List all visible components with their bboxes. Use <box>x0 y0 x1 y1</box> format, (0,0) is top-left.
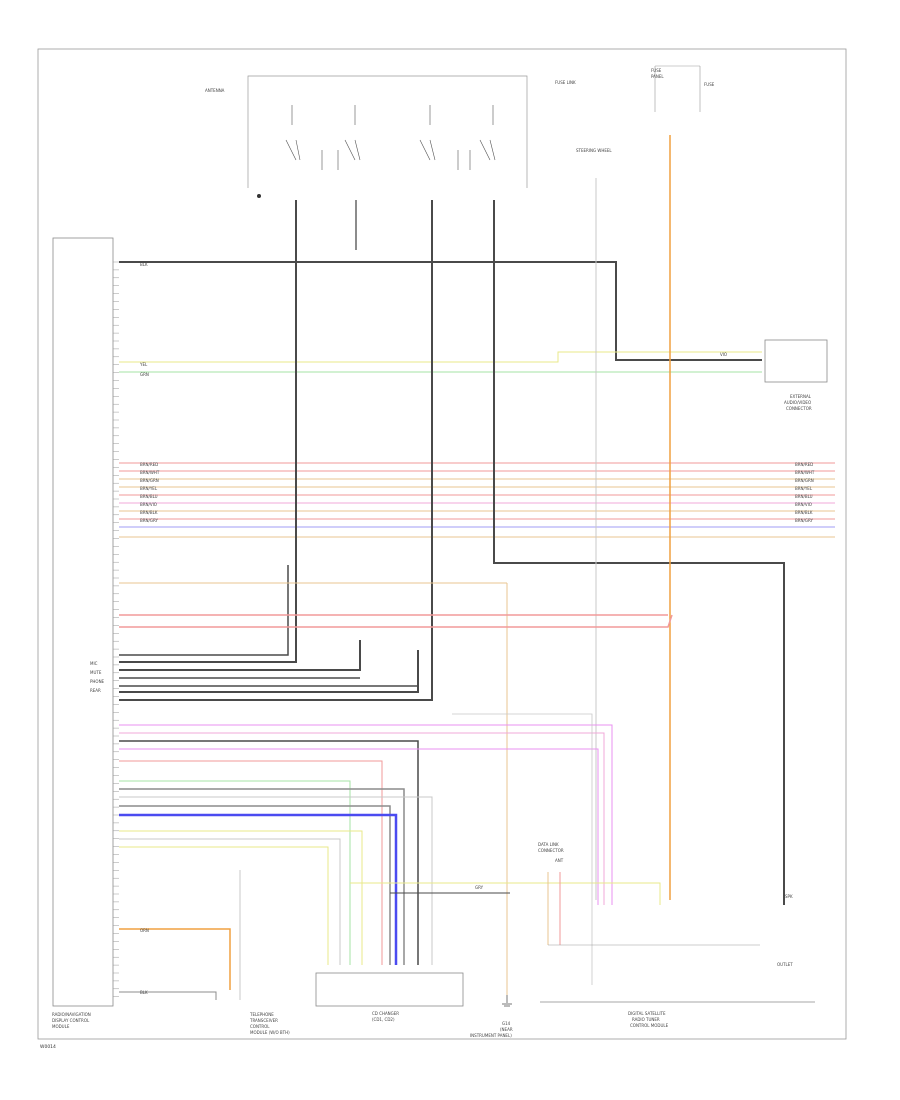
wire-gray-bottom-2 <box>119 805 391 965</box>
ground-symbol <box>502 995 512 1007</box>
wire-black-bottom <box>119 740 419 965</box>
wire-label-yel: YEL <box>139 362 148 367</box>
telephone-label-1: TELEPHONE <box>249 1012 274 1017</box>
wire-label-speaker: BRN/RED <box>140 462 158 467</box>
wire-label-group: REAR <box>90 688 101 693</box>
wire-yellow-junction <box>350 882 661 905</box>
wire-antenna-3 <box>119 200 433 701</box>
wire-label-speaker: BRN/WHT <box>140 470 160 475</box>
telephone-label-4: MODULE (W/O BTH) <box>250 1030 290 1035</box>
wire-lightgray-bottom <box>119 796 433 965</box>
diagnostic-label-1: DATA LINK <box>538 842 559 847</box>
wire-label-blk: BLK <box>140 262 148 267</box>
wire-label-speaker: BRN/GRY <box>140 518 158 523</box>
wire-lightgray-bottom-2 <box>119 838 341 965</box>
ground-label-2: (NEAR <box>500 1027 513 1032</box>
wire-orange-bottom <box>119 928 231 990</box>
wire-label-spk: SPK <box>785 894 793 899</box>
nav-display-label-3: CONTROL MODULE <box>630 1023 669 1028</box>
ground-label-3: INSTRUMENT PANEL) <box>470 1033 512 1038</box>
wire-antenna-9 <box>119 565 289 656</box>
wire-label-grn: GRN <box>140 372 149 377</box>
diagnostic-label-2: CONNECTOR <box>538 848 564 853</box>
wire-antenna-4 <box>493 200 785 905</box>
wire-label-speaker-right: BRN/VIO <box>795 502 812 507</box>
wire-red-bottom <box>119 760 383 965</box>
wire-label-speaker-right: BRN/WHT <box>795 470 815 475</box>
wire-label-speaker-right: BRN/BLK <box>795 510 813 515</box>
wire-antenna-1 <box>119 200 297 663</box>
wire-yellow-bottom <box>119 830 363 965</box>
outlet-label: OUTLET <box>777 962 793 967</box>
radio-module-label-2: DISPLAY CONTROL <box>52 1018 90 1023</box>
wire-label-orn: ORN <box>140 928 149 933</box>
radio-module-pins <box>113 261 119 997</box>
antenna-junction-dot <box>257 194 261 198</box>
fuse-panel-label-1: FUSE <box>651 68 662 73</box>
wire-magenta-1 <box>119 724 613 905</box>
wire-label-vio: VIO <box>720 352 727 357</box>
fuse-panel-bracket <box>654 65 701 112</box>
wire-label-layer: BLK YEL GRN VIO BRN/RED BRN/RED BRN/WHT BRN/WHT… <box>90 262 815 995</box>
cd-changer-label-2: (CD1, CD2) <box>372 1017 395 1022</box>
ext-connector-label-2: AUDIO/VIDEO <box>784 400 811 405</box>
wire-yellow <box>119 351 762 363</box>
fuse-link-label: FUSE LINK <box>555 80 576 85</box>
wire-label-group: PHONE <box>90 679 105 684</box>
ground-label-1: G14 <box>502 1021 511 1026</box>
wire-green-bottom <box>119 780 351 965</box>
cd-changer-label-1: CD CHANGER <box>372 1011 399 1016</box>
wire-pink-1 <box>119 732 605 905</box>
wire-label-speaker-right: BRN/RED <box>795 462 813 467</box>
external-av-connector <box>764 339 828 383</box>
wire-label-blk-bottom: BLK <box>140 990 148 995</box>
nav-display-label-1: DIGITAL SATELLITE <box>628 1011 666 1016</box>
antenna-bracket <box>247 75 528 188</box>
antenna-switches <box>285 105 496 170</box>
wire-magenta-2 <box>119 748 599 905</box>
nav-display-label-2: RADIO TUNER <box>632 1017 660 1022</box>
wire-red-pair-2 <box>119 614 673 628</box>
wire-antenna-5 <box>119 640 361 671</box>
wire-outline <box>452 713 593 985</box>
wire-label-speaker-right: BRN/BLU <box>795 494 813 499</box>
ext-connector-label-1: EXTERNAL <box>790 394 812 399</box>
wire-antenna-6 <box>119 650 419 693</box>
wire-yellow-bottom-2 <box>119 846 329 965</box>
wire-label-speaker: BRN/GRN <box>140 478 159 483</box>
wire-label-speaker-right: BRN/YEL <box>795 486 813 491</box>
telephone-label-3: CONTROL <box>250 1024 270 1029</box>
wire-gray-bottom <box>119 788 405 965</box>
cd-changer-box <box>315 972 464 1007</box>
radio-module-label-1: RADIO/NAVIGATION <box>52 1012 91 1017</box>
wire-label-speaker-right: BRN/GRY <box>795 518 813 523</box>
wire-label-group: MIC <box>90 661 98 666</box>
radio-module-label-3: MODULE <box>52 1024 70 1029</box>
ext-connector-label-3: CONNECTOR <box>786 406 812 411</box>
wire-label-gry: GRY <box>475 885 484 890</box>
antenna-amp-label: ANTENNA <box>205 88 225 93</box>
wire-label-speaker: BRN/YEL <box>140 486 158 491</box>
radio-module-box <box>52 237 114 1007</box>
wire-label-speaker: BRN/BLK <box>140 510 158 515</box>
wire-layer <box>119 135 835 1000</box>
wire-black-top <box>119 261 762 361</box>
steering-wheel-label: STEERING WHEEL <box>576 148 612 153</box>
page-label: W0014 <box>40 1044 56 1050</box>
fuse-block-label: FUSE <box>704 82 715 87</box>
wire-label-speaker-right: BRN/GRN <box>795 478 814 483</box>
diagram-frame <box>37 48 847 1040</box>
wire-label-ant: ANT <box>555 858 564 863</box>
wire-gray-short <box>119 991 217 1000</box>
wire-label-group: MUTE <box>90 670 102 675</box>
wire-label-speaker: BRN/VIO <box>140 502 157 507</box>
wire-label-speaker: BRN/BLU <box>140 494 158 499</box>
fuse-panel-label-2: PANEL <box>651 74 664 79</box>
wire-blue <box>119 813 398 965</box>
telephone-label-2: TRANSCEIVER <box>249 1018 278 1023</box>
